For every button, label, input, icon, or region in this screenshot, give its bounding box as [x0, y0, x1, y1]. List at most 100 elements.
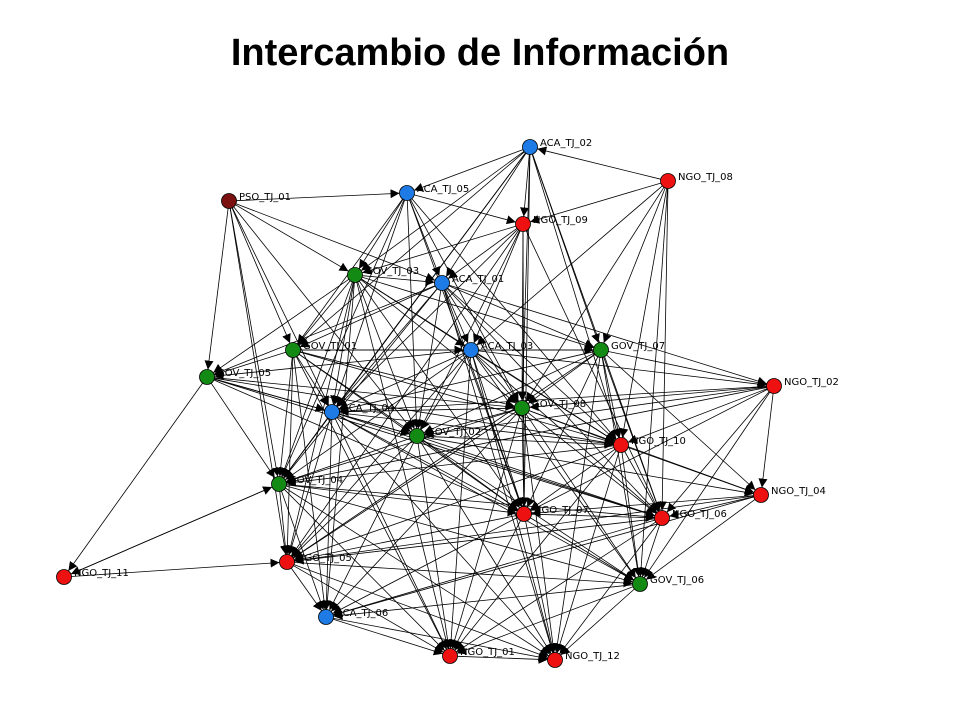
edge-ngo-tj-02-to-ngo-tj-07 [530, 389, 768, 511]
node-label-gov-tj-08: GOV_TJ_08 [532, 399, 586, 410]
edge-aca-tj-05-to-aca-tj-04 [333, 199, 405, 406]
edge-gov-tj-07-to-ngo-tj-04 [606, 354, 756, 491]
edge-gov-tj-04-to-ngo-tj-01 [284, 489, 445, 651]
edge-ngo-tj-11-to-ngo-tj-05 [71, 558, 280, 577]
edge-ngo-tj-10-to-ngo-tj-07 [529, 448, 616, 511]
edge-pso-tj-01-to-gov-tj-04 [229, 208, 281, 477]
node-ngo-tj-11 [56, 569, 72, 585]
edge-gov-tj-08-to-ngo-tj-07 [519, 415, 529, 507]
edge-gov-tj-06-to-ngo-tj-01 [456, 586, 634, 655]
edge-aca-tj-02-to-gov-tj-03 [360, 151, 525, 271]
edge-pso-tj-01-to-gov-tj-05 [204, 208, 229, 370]
edge-gov-tj-01-to-ngo-tj-01 [296, 356, 447, 650]
edge-gov-tj-05-to-gov-tj-04 [210, 382, 276, 479]
edge-aca-tj-03-to-gov-tj-08 [475, 355, 518, 403]
edge-gov-tj-04-to-aca-tj-06 [281, 490, 325, 611]
node-label-ngo-tj-05: NGO_TJ_05 [297, 553, 352, 564]
node-aca-tj-06 [318, 609, 334, 625]
edge-pso-tj-01-to-aca-tj-01 [235, 203, 436, 282]
edge-ngo-tj-02-to-gov-tj-08 [529, 386, 767, 412]
edge-ngo-tj-07-to-ngo-tj-12 [525, 521, 556, 653]
node-label-gov-tj-01: GOV_TJ_01 [303, 341, 357, 352]
node-label-aca-tj-01: ACA_TJ_01 [452, 274, 504, 285]
edge-ngo-tj-04-to-ngo-tj-05 [294, 495, 754, 565]
edge-aca-tj-02-to-gov-tj-01 [298, 151, 525, 346]
edge-gov-tj-02-to-ngo-tj-06 [423, 438, 656, 518]
edge-ngo-tj-04-to-gov-tj-06 [645, 499, 756, 580]
edge-gov-tj-02-to-gov-tj-04 [285, 438, 411, 483]
node-label-aca-tj-03: ACA_TJ_03 [481, 341, 533, 352]
edge-ngo-tj-02-to-ngo-tj-06 [666, 391, 770, 513]
edge-ngo-tj-09-to-ngo-tj-06 [525, 230, 660, 512]
node-ngo-tj-01 [442, 648, 458, 664]
edge-gov-tj-07-to-aca-tj-04 [339, 351, 594, 413]
edge-aca-tj-01-to-gov-tj-04 [283, 288, 438, 479]
edge-ngo-tj-07-to-gov-tj-06 [530, 517, 634, 581]
edge-aca-tj-06-to-ngo-tj-12 [333, 618, 548, 662]
edge-aca-tj-04-to-ngo-tj-01 [334, 418, 448, 650]
edge-ngo-tj-09-to-aca-tj-04 [337, 229, 518, 407]
edge-ngo-tj-10-to-ngo-tj-04 [627, 447, 755, 494]
edge-ngo-tj-11-to-gov-tj-04 [70, 486, 273, 575]
edge-gov-tj-03-to-ngo-tj-07 [358, 280, 521, 509]
edge-gov-tj-01-to-gov-tj-04 [276, 357, 293, 477]
edge-aca-tj-04-to-ngo-tj-12 [336, 417, 551, 655]
edge-aca-tj-05-to-gov-tj-02 [406, 200, 421, 429]
edge-ngo-tj-07-to-ngo-tj-01 [453, 520, 521, 650]
node-label-ngo-tj-04: NGO_TJ_04 [771, 486, 826, 497]
edge-pso-tj-01-to-ngo-tj-05 [229, 208, 289, 555]
edge-aca-tj-04-to-gov-tj-04 [283, 417, 328, 479]
edge-ngo-tj-06-to-ngo-tj-12 [559, 523, 658, 655]
node-gov-tj-01 [285, 342, 301, 358]
edge-gov-tj-05-to-ngo-tj-11 [68, 382, 203, 572]
edge-ngo-tj-10-to-ngo-tj-01 [454, 450, 617, 651]
edge-ngo-tj-10-to-ngo-tj-05 [293, 447, 615, 561]
edge-pso-tj-01-to-gov-tj-02 [233, 206, 413, 431]
node-ngo-tj-04 [753, 487, 769, 503]
edge-aca-tj-05-to-ngo-tj-10 [411, 198, 617, 440]
edge-ngo-tj-04-to-ngo-tj-06 [669, 496, 754, 519]
edge-gov-tj-03-to-gov-tj-07 [362, 276, 594, 350]
edge-aca-tj-03-to-ngo-tj-01 [446, 357, 471, 649]
edge-aca-tj-02-to-ngo-tj-06 [532, 153, 661, 512]
edge-gov-tj-06-to-aca-tj-06 [333, 584, 633, 620]
node-label-ngo-tj-06: NGO_TJ_06 [672, 509, 727, 520]
edge-aca-tj-04-to-ngo-tj-07 [338, 415, 518, 511]
node-label-gov-tj-03: GOV_TJ_03 [365, 266, 419, 277]
edge-aca-tj-05-to-gov-tj-04 [281, 199, 405, 478]
edge-ngo-tj-10-to-ngo-tj-06 [624, 451, 659, 512]
edge-aca-tj-04-to-gov-tj-06 [338, 415, 634, 581]
edge-aca-tj-05-to-gov-tj-03 [358, 199, 404, 269]
edge-aca-tj-02-to-gov-tj-04 [283, 152, 526, 479]
edge-ngo-tj-05-to-ngo-tj-12 [293, 564, 549, 659]
edge-aca-tj-01-to-aca-tj-04 [336, 288, 438, 407]
node-aca-tj-04 [324, 404, 340, 420]
edge-ngo-tj-08-to-ngo-tj-09 [530, 182, 661, 224]
edge-gov-tj-03-to-gov-tj-04 [280, 281, 353, 478]
node-gov-tj-04 [271, 476, 287, 492]
edge-ngo-tj-02-to-ngo-tj-10 [627, 388, 768, 444]
edge-aca-tj-01-to-gov-tj-07 [448, 285, 595, 348]
edge-gov-tj-07-to-ngo-tj-02 [608, 351, 767, 388]
edge-gov-tj-03-to-gov-tj-05 [212, 278, 350, 374]
edge-pso-tj-01-to-aca-tj-05 [236, 189, 400, 202]
edge-aca-tj-03-to-gov-tj-05 [214, 350, 464, 380]
node-gov-tj-08 [514, 400, 530, 416]
edge-gov-tj-03-to-aca-tj-01 [362, 275, 435, 286]
edge-gov-tj-04-to-ngo-tj-06 [286, 484, 655, 521]
node-label-aca-tj-02: ACA_TJ_02 [540, 138, 592, 149]
edge-ngo-tj-02-to-gov-tj-04 [286, 387, 767, 486]
edge-pso-tj-01-to-gov-tj-01 [231, 207, 291, 344]
edge-gov-tj-01-to-gov-tj-05 [214, 351, 286, 377]
edge-ngo-tj-09-to-aca-tj-01 [447, 228, 518, 279]
edge-ngo-tj-06-to-aca-tj-06 [333, 519, 655, 617]
edge-gov-tj-02-to-ngo-tj-12 [420, 442, 552, 654]
node-ngo-tj-05 [279, 554, 295, 570]
edge-aca-tj-03-to-ngo-tj-10 [477, 353, 615, 442]
edge-gov-tj-01-to-gov-tj-08 [300, 351, 515, 409]
node-label-gov-tj-05: GOV_TJ_05 [217, 368, 271, 379]
edge-aca-tj-03-to-ngo-tj-05 [291, 355, 467, 557]
edge-aca-tj-02-to-ngo-tj-10 [531, 154, 621, 438]
edge-aca-tj-03-to-ngo-tj-07 [472, 356, 524, 508]
